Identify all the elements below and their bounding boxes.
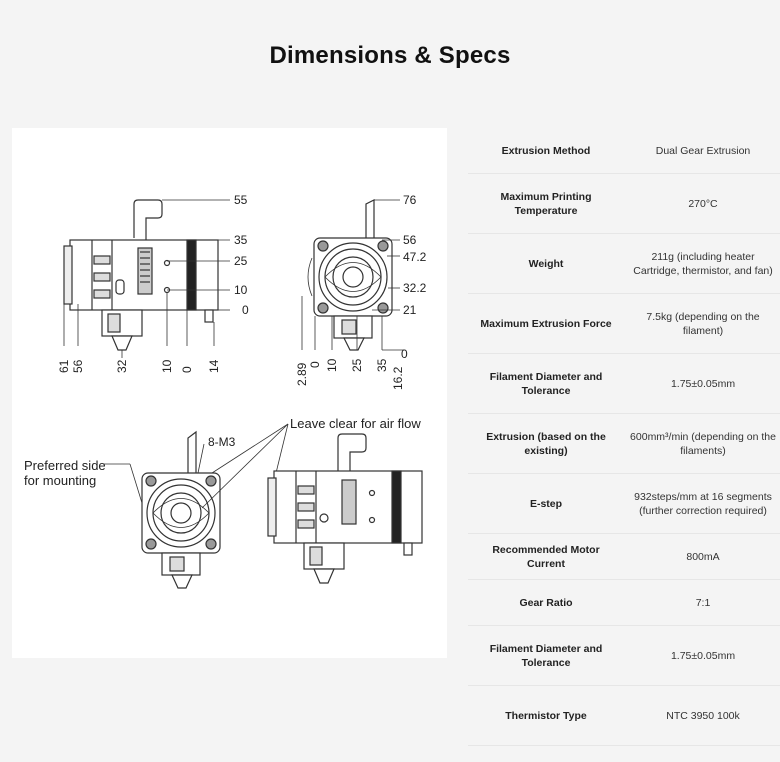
dim-label: 32 [115, 359, 129, 373]
extruder-technical-drawing: 55 35 25 10 0 61 56 32 10 0 14 76 56 47.… [24, 193, 427, 589]
dim-label: 2.89 [295, 362, 309, 386]
spec-value: 600mm³/min (depending on the filaments) [630, 430, 776, 457]
spec-value: 211g (including heater Cartridge, thermi… [633, 250, 773, 277]
specs-table: Extrusion Method Dual Gear Extrusion Max… [468, 128, 780, 746]
spec-row: Filament Diameter and Tolerance 1.75±0.0… [468, 626, 780, 686]
spec-row: Extrusion (based on the existing) 600mm³… [468, 414, 780, 474]
spec-row: Maximum Extrusion Force 7.5kg (depending… [468, 294, 780, 354]
spec-value: Dual Gear Extrusion [655, 144, 751, 157]
spec-label: Extrusion (based on the existing) [486, 430, 606, 457]
spec-value: 7:1 [695, 596, 711, 609]
spec-value: 270°C [688, 197, 718, 210]
spec-label: Maximum Printing Temperature [500, 190, 592, 217]
dim-label: 21 [403, 303, 417, 317]
spec-label: Maximum Extrusion Force [480, 317, 612, 330]
dim-label: 0 [308, 361, 322, 368]
dim-label: 35 [375, 358, 389, 372]
dim-label: 14 [207, 359, 221, 373]
spec-value: NTC 3950 100k [666, 709, 740, 722]
front-view [301, 199, 404, 351]
spec-value: 7.5kg (depending on the filament) [646, 310, 760, 337]
dim-label: 0 [180, 366, 194, 373]
dim-label: 0 [401, 347, 408, 361]
spec-value: 1.75±0.05mm [670, 377, 736, 390]
dim-label: 56 [403, 233, 417, 247]
dim-label: 10 [160, 359, 174, 373]
mounting-note-line2: for mounting [24, 473, 96, 488]
spec-value: 1.75±0.05mm [670, 649, 736, 662]
dim-label: 35 [234, 233, 248, 247]
dim-label: 61 [57, 359, 71, 373]
dim-label: 47.2 [403, 250, 427, 264]
spec-label: E-step [529, 497, 563, 510]
spec-row: Extrusion Method Dual Gear Extrusion [468, 128, 780, 174]
spec-label: Filament Diameter and Tolerance [489, 642, 603, 669]
spec-row: Weight 211g (including heater Cartridge,… [468, 234, 780, 294]
dim-label: 16.2 [391, 366, 405, 390]
spec-row: E-step 932steps/mm at 16 segments (furth… [468, 474, 780, 534]
air-flow-note: Leave clear for air flow [290, 416, 421, 431]
spec-label: Weight [528, 257, 564, 270]
dim-label: 10 [234, 283, 248, 297]
dim-label: 32.2 [403, 281, 427, 295]
mounting-view [104, 423, 289, 589]
dim-label: 25 [234, 254, 248, 268]
dim-label: 76 [403, 193, 417, 207]
spec-value: 800mA [686, 550, 720, 563]
spec-label: Extrusion Method [501, 144, 591, 157]
spec-label: Recommended Motor Current [492, 543, 600, 570]
spec-value: 932steps/mm at 16 segments (further corr… [634, 490, 772, 517]
side-view [63, 199, 230, 358]
dim-label: 0 [242, 303, 249, 317]
dim-label: 56 [71, 359, 85, 373]
dim-label: 10 [325, 358, 339, 372]
spec-row: Gear Ratio 7:1 [468, 580, 780, 626]
dim-label: 25 [350, 358, 364, 372]
dimension-drawing: 55 35 25 10 0 61 56 32 10 0 14 76 56 47.… [12, 128, 447, 658]
dim-label: 55 [234, 193, 248, 207]
spec-label: Filament Diameter and Tolerance [489, 370, 603, 397]
spec-row: Filament Diameter and Tolerance 1.75±0.0… [468, 354, 780, 414]
spec-label: Thermistor Type [505, 709, 587, 722]
spec-row: Maximum Printing Temperature 270°C [468, 174, 780, 234]
spec-label: Gear Ratio [519, 596, 573, 609]
mounting-note-line1: Preferred side [24, 458, 106, 473]
page-title: Dimensions & Specs [269, 42, 511, 69]
spec-row: Recommended Motor Current 800mA [468, 534, 780, 580]
side-view-2 [267, 433, 423, 584]
spec-row: Thermistor Type NTC 3950 100k [468, 686, 780, 746]
screw-note: 8-M3 [208, 435, 236, 449]
